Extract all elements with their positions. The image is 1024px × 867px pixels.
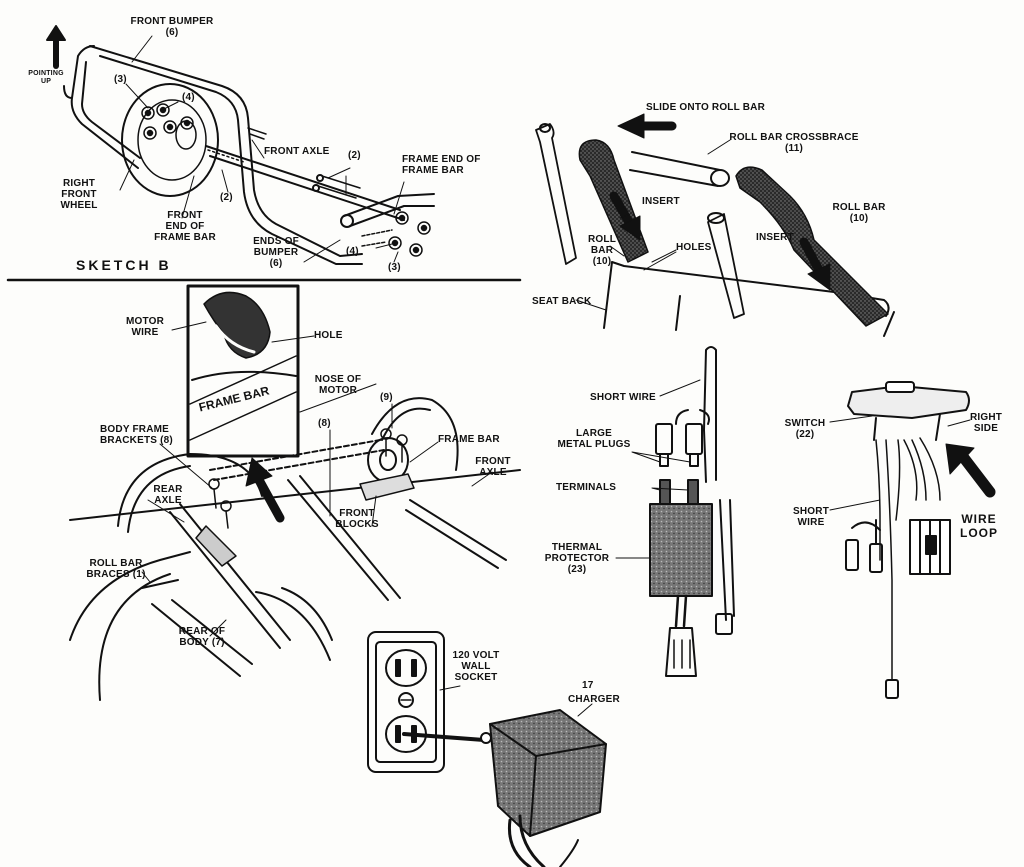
drive-chain xyxy=(209,439,385,481)
thermal-protector-assembly xyxy=(615,346,735,677)
label-callout-3-bottom: (3) xyxy=(388,262,401,273)
front-axle xyxy=(205,145,405,221)
label-callout-3-top: (3) xyxy=(114,74,127,85)
label-nose-of-motor: NOSE OF MOTOR xyxy=(314,374,362,396)
label-crossbrace: ROLL BAR CROSSBRACE (11) xyxy=(729,132,859,154)
thermal-protector xyxy=(649,503,713,597)
label-rear-of-body: REAR OF BODY (7) xyxy=(178,626,226,648)
label-frame-end: FRAME END OF FRAME BAR xyxy=(402,154,481,176)
label-terminals: TERMINALS xyxy=(556,482,617,493)
front-bumper-assembly xyxy=(46,25,435,265)
label-front-end-frame-bar: FRONT END OF FRAME BAR xyxy=(154,210,216,243)
label-thermal-protector: THERMAL PROTECTOR (23) xyxy=(544,542,610,575)
roll-bar-assembly xyxy=(535,113,895,337)
insert-arrow-right xyxy=(799,237,825,277)
label-frame-bar: FRAME BAR xyxy=(438,434,500,445)
wall-socket-plate xyxy=(367,631,445,773)
label-roll-bar-braces: ROLL BAR BRACES (1) xyxy=(86,558,146,580)
label-callout-4-bottom: (4) xyxy=(346,246,359,257)
switch-plate xyxy=(847,385,970,419)
label-sketch-b: SKETCH B xyxy=(76,257,172,273)
label-callout-2-right: (2) xyxy=(348,150,361,161)
label-callout-8: (8) xyxy=(318,418,331,429)
label-wire-loop: WIRE LOOP xyxy=(959,512,998,540)
label-front-bumper: FRONT BUMPER (6) xyxy=(130,16,214,38)
insert-arrow-motor xyxy=(253,473,285,523)
label-front-axle-top: FRONT AXLE xyxy=(264,146,330,157)
label-seat-back: SEAT BACK xyxy=(532,296,592,307)
roll-bar-right xyxy=(735,166,889,327)
roll-bar-crossbrace xyxy=(629,151,721,187)
charger-assembly xyxy=(367,631,607,867)
label-front-axle-mid: FRONT AXLE xyxy=(475,456,511,478)
right-front-wheel xyxy=(121,83,219,197)
label-right-front-wheel: RIGHT FRONT WHEEL xyxy=(60,178,98,211)
motor-wire-inset xyxy=(186,284,300,458)
label-callout-4-top: (4) xyxy=(182,92,195,103)
label-hole: HOLE xyxy=(314,330,343,341)
label-slide-onto: SLIDE ONTO ROLL BAR xyxy=(646,102,765,113)
label-roll-bar-right: ROLL BAR (10) xyxy=(832,202,886,224)
front-bumper xyxy=(89,45,363,257)
label-callout-2-left: (2) xyxy=(220,192,233,203)
frame-bar-end xyxy=(343,193,435,227)
switch-assembly xyxy=(829,381,996,699)
label-pointing-up: POINTING UP xyxy=(28,70,64,85)
label-insert-right: INSERT xyxy=(756,232,794,243)
label-ends-of-bumper: ENDS OF BUMPER (6) xyxy=(253,236,299,269)
label-wall-socket: 120 VOLT WALL SOCKET xyxy=(452,650,500,683)
label-rear-axle: REAR AXLE xyxy=(153,484,183,506)
label-motor-wire: MOTOR WIRE xyxy=(125,316,165,338)
label-charger: CHARGER xyxy=(568,694,620,705)
charger-box xyxy=(489,709,607,837)
label-right-side: RIGHT SIDE xyxy=(969,412,1003,434)
label-body-frame-brackets: BODY FRAME BRACKETS (8) xyxy=(100,424,173,446)
label-short-wire-right: SHORT WIRE xyxy=(793,506,829,528)
label-front-blocks: FRONT BLOCKS xyxy=(335,508,379,530)
label-large-plugs: LARGE METAL PLUGS xyxy=(557,428,631,450)
label-insert-left: INSERT xyxy=(642,196,680,207)
label-callout-9: (9) xyxy=(380,392,393,403)
motor-frame-assembly xyxy=(69,284,521,701)
label-short-wire-mid: SHORT WIRE xyxy=(590,392,656,403)
label-holes: HOLES xyxy=(676,242,712,253)
label-roll-bar-left: ROLL BAR (10) xyxy=(587,234,617,267)
insert-arrow-left xyxy=(609,191,635,229)
wire-loop-arrow xyxy=(958,452,996,498)
label-switch: SWITCH (22) xyxy=(784,418,826,440)
label-charger-num: 17 xyxy=(582,680,594,691)
